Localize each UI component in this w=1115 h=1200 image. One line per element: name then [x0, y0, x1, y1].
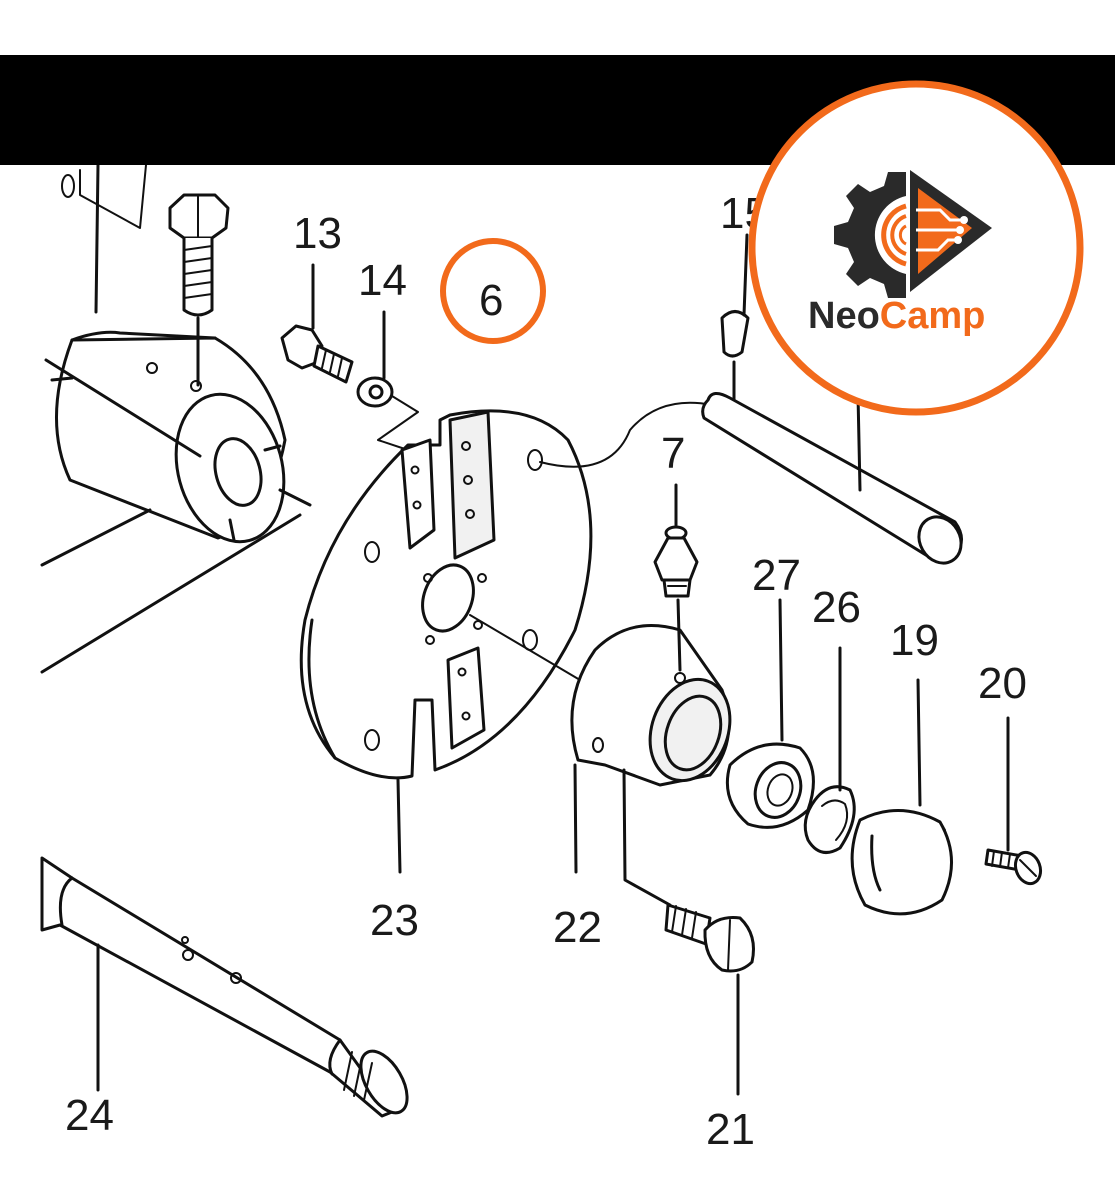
play-circuit-icon	[910, 170, 992, 292]
highlight-ring-part-6	[440, 238, 546, 344]
bolt-21-part	[664, 903, 755, 1096]
callout-23: 23	[370, 896, 419, 945]
bolt-13-part	[280, 263, 354, 384]
cap-19-part	[850, 678, 953, 916]
plate-23-part	[299, 401, 713, 874]
washer-14-part	[356, 310, 419, 451]
callout-13: 13	[293, 209, 342, 258]
callout-7: 7	[661, 429, 685, 478]
gear-icon	[834, 172, 907, 298]
top-bolt-part	[168, 193, 230, 387]
grease-nipple-7-part	[653, 483, 699, 672]
callout-27: 27	[752, 551, 801, 600]
callout-20: 20	[978, 659, 1027, 708]
logo-text-camp: Camp	[880, 295, 986, 337]
callout-14: 14	[358, 256, 407, 305]
callout-6: 6	[479, 276, 503, 325]
shaft-24-part	[40, 856, 409, 1118]
flange-22-part	[570, 624, 732, 907]
callout-22: 22	[553, 903, 602, 952]
pin-15-part	[701, 233, 963, 565]
callout-26: 26	[812, 583, 861, 632]
callout-24: 24	[65, 1091, 114, 1140]
sleeve-part	[40, 163, 312, 674]
screw-20-part	[984, 716, 1043, 886]
svg-text:NeoCamp: NeoCamp	[808, 295, 985, 337]
logo-text-neo: Neo	[808, 295, 880, 337]
circlip-26-part	[803, 646, 856, 854]
neocamp-logo: NeoCamp	[748, 80, 1084, 416]
callout-19: 19	[890, 616, 939, 665]
callout-21: 21	[706, 1105, 755, 1154]
bearing-27-part	[725, 598, 815, 829]
